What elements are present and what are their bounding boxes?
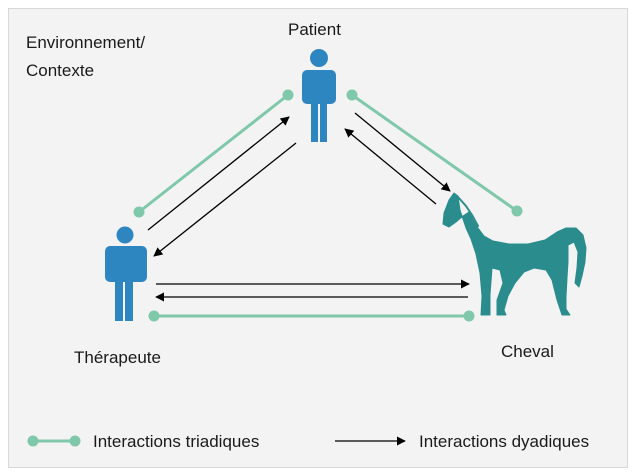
arrow-cheval-to-patient — [344, 128, 437, 205]
therapeute-person-icon — [105, 226, 147, 321]
context-label-line1: Environnement/ — [26, 33, 146, 52]
patient-label: Patient — [288, 20, 341, 39]
legend-triadic-label: Interactions triadiques — [93, 432, 260, 451]
triadic-lines — [133, 89, 523, 322]
arrow-patient-to-therapeute — [153, 142, 297, 257]
context-label-line2: Contexte — [26, 61, 95, 80]
triadic-line-patient-cheval — [346, 89, 523, 217]
triadic-line-therapeute-patient — [133, 89, 294, 218]
legend-dyadic-label: Interactions dyadiques — [419, 432, 590, 451]
arrow-therapeute-to-patient — [147, 116, 290, 231]
arrow-patient-to-cheval — [354, 112, 451, 192]
cheval-label: Cheval — [501, 342, 554, 361]
legend-triadic-symbol — [27, 435, 81, 447]
patient-person-icon — [302, 49, 336, 142]
horse-icon — [442, 192, 587, 316]
triadic-line-therapeute-cheval — [148, 310, 475, 322]
dyadic-arrows — [147, 112, 470, 302]
therapeute-label: Thérapeute — [74, 348, 161, 367]
